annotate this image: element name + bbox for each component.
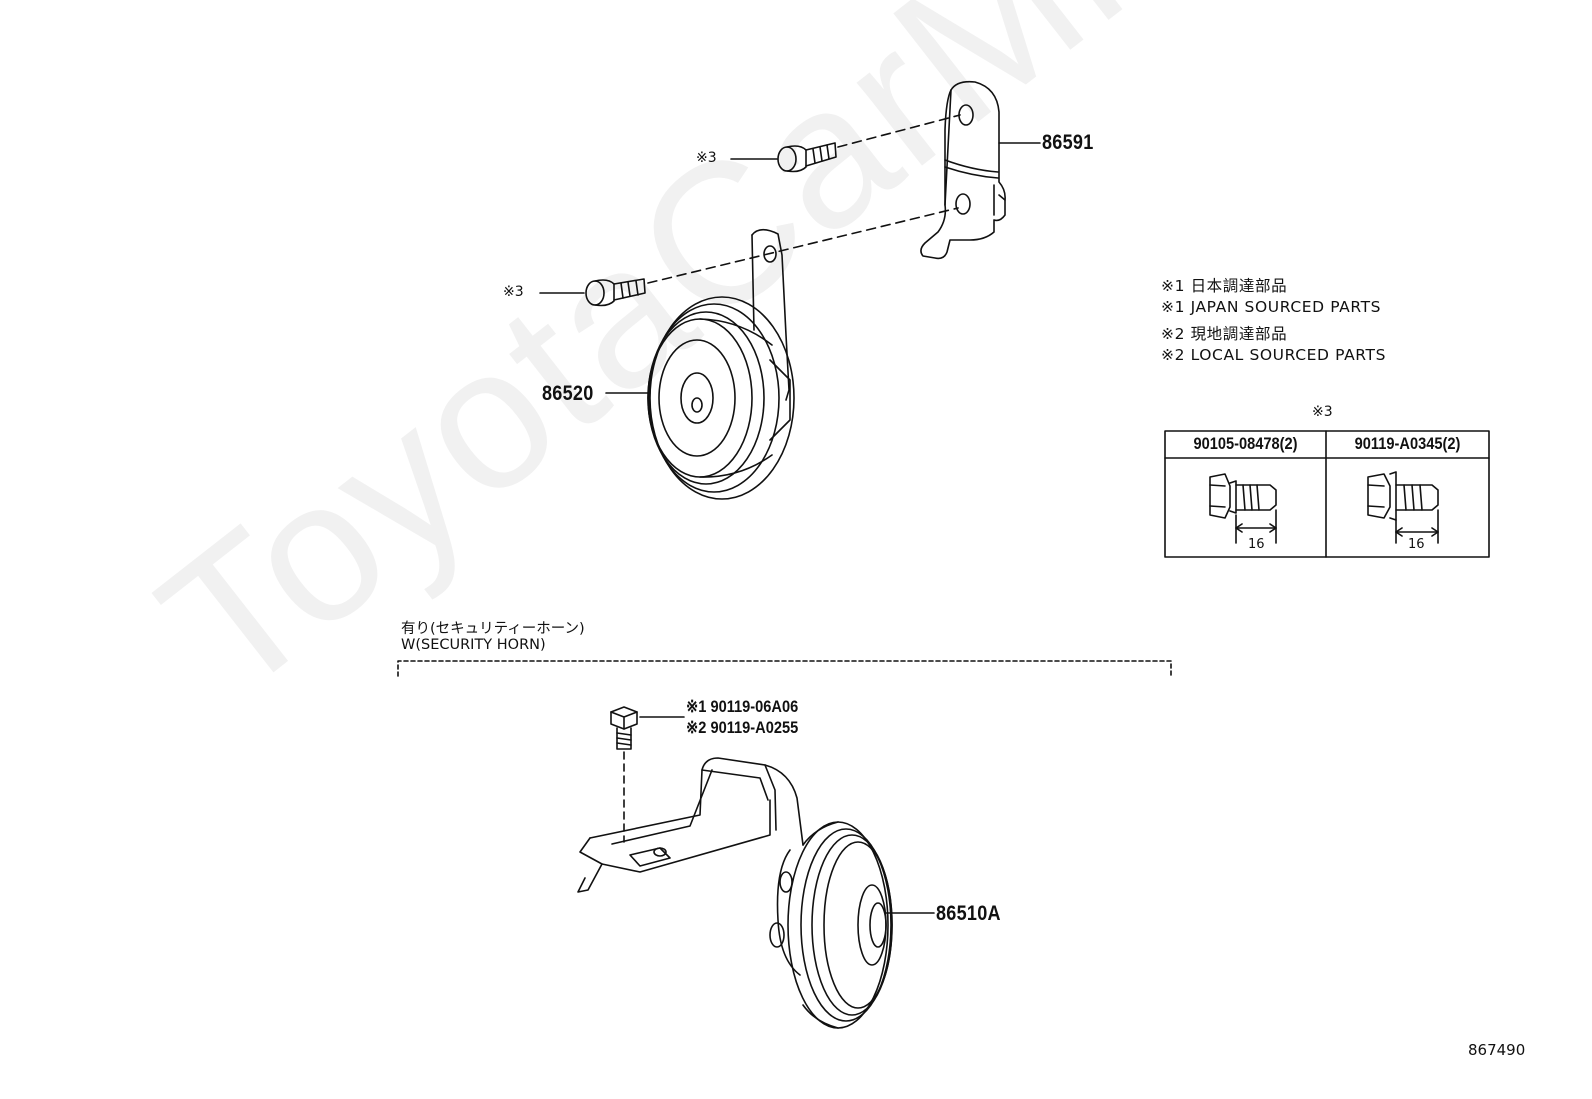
bolt-security xyxy=(610,706,638,750)
part-number-86510A: 86510A xyxy=(936,902,1001,925)
bolt-illus-90119 xyxy=(1367,471,1439,544)
bolt-upper-2 xyxy=(585,278,646,307)
security-bolt-1: ※1 90119-06A06 xyxy=(686,697,799,716)
dash-bolt-1 xyxy=(837,114,961,148)
part-number-86591: 86591 xyxy=(1042,131,1094,154)
note-2-en: ※2 LOCAL SOURCED PARTS xyxy=(1161,346,1387,364)
section-label-jp: 有り(セキュリティーホーン) xyxy=(401,621,585,637)
horn-86510A xyxy=(577,757,893,1029)
part-number-86520: 86520 xyxy=(542,382,594,405)
ref-bolt-2: ※3 xyxy=(503,284,524,300)
horn-86520 xyxy=(647,228,795,500)
dash-bolt-2 xyxy=(647,207,959,284)
section-label-en: W(SECURITY HORN) xyxy=(401,637,546,653)
bolt-table-title: ※3 xyxy=(1312,404,1333,420)
section-bracket xyxy=(397,660,1172,677)
note-1-en: ※1 JAPAN SOURCED PARTS xyxy=(1161,298,1382,316)
bolt-length-2: 16 xyxy=(1408,537,1425,552)
bolt-length-1: 16 xyxy=(1248,537,1265,552)
bolt-upper-1 xyxy=(777,142,837,173)
illustration-number: 867490 xyxy=(1468,1041,1526,1059)
bolt-table xyxy=(1164,430,1490,558)
bolt-table-code-2: 90119-A0345(2) xyxy=(1354,434,1461,453)
ref-bolt-1: ※3 xyxy=(696,150,717,166)
bracket-86591 xyxy=(920,80,1006,260)
bolt-illus-90105 xyxy=(1209,473,1277,544)
security-bolt-2: ※2 90119-A0255 xyxy=(686,718,799,737)
note-1-jp: ※1 日本調達部品 xyxy=(1161,277,1288,295)
note-2-jp: ※2 現地調達部品 xyxy=(1161,325,1288,343)
bolt-table-code-1: 90105-08478(2) xyxy=(1193,434,1298,453)
